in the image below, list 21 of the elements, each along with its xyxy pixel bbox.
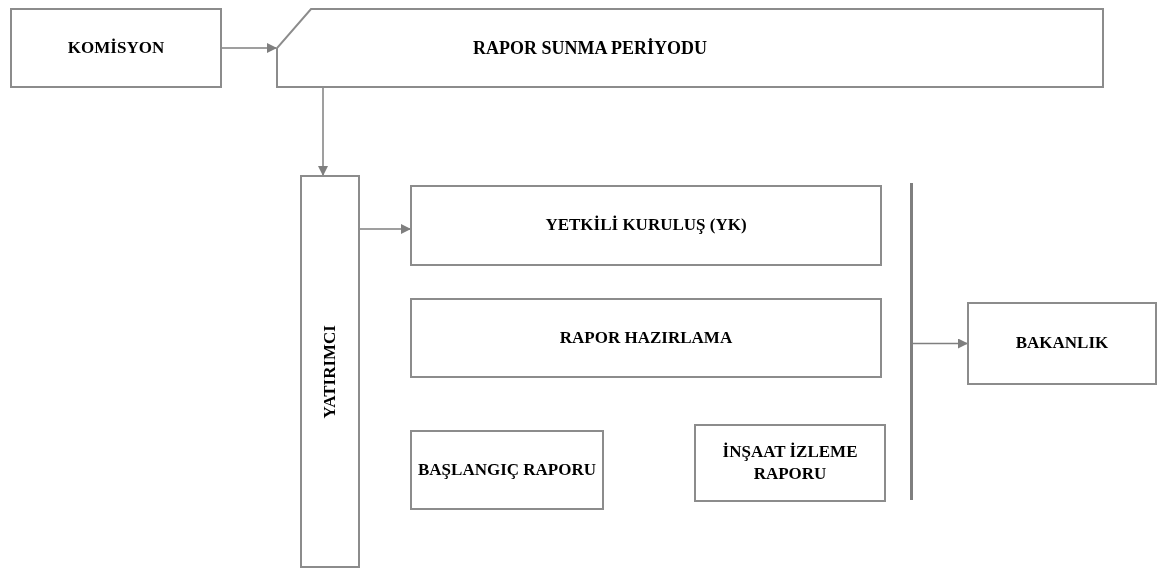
process-box [300,175,360,568]
vertical-bar [910,183,913,500]
process-box [10,8,222,88]
node-label: YETKİLİ KURULUŞ (YK) [545,214,747,237]
process-box [967,302,1157,385]
arrow [221,43,277,53]
node-label: BAKANLIK [1015,332,1109,355]
arrow [359,224,411,234]
process-box [410,298,882,378]
node-label: YATIRIMCI [318,324,340,419]
node-label: BAŞLANGIÇ RAPORU [417,458,596,481]
arrow [912,338,968,349]
node-label: KOMİSYON [67,36,165,59]
node-label: İNŞAAT İZLEME RAPORU [721,440,859,485]
process-box [410,430,604,510]
process-box [694,424,886,502]
arrow [318,87,328,176]
node-label: RAPOR HAZIRLAMA [559,326,733,349]
node-label: RAPOR SUNMA PERİYODU [473,36,708,60]
process-box [410,185,882,266]
period-banner [276,8,1104,88]
